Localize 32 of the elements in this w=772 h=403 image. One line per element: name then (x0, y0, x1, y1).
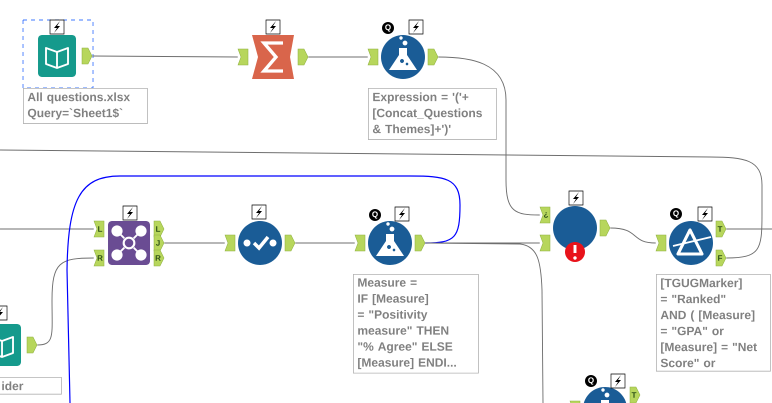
annotation-box: Measure = IF [Measure] = "Positivity measure" THEN "% Agree" ELSE [Measure] ENDI... (353, 274, 479, 374)
annotation-box: All questions.xlsx Query=`Sheet1$` (23, 88, 148, 124)
connector (36, 258, 94, 346)
query-badge: Q (670, 208, 682, 220)
connector (726, 228, 772, 230)
anchor-letter: L (98, 226, 102, 232)
tool-icon (224, 221, 296, 265)
query-badge: Q (382, 22, 394, 34)
query-badge: Q (585, 375, 597, 387)
connector (308, 56, 368, 58)
anchor-letter: ¿ (544, 212, 548, 218)
tool-icon (238, 35, 308, 79)
connector (610, 228, 656, 244)
connector (438, 56, 540, 216)
tool-icon (540, 206, 610, 262)
tool-icon (570, 386, 640, 403)
connector (0, 150, 762, 258)
connector (424, 242, 544, 403)
query-badge: Q (369, 209, 381, 221)
anchor-letter: F (718, 255, 722, 261)
anchor-letter: J (156, 240, 160, 246)
annotation-box: ider (0, 377, 62, 395)
annotation-box: Expression = '('+ [Concat_Questions & Themes]+')' (368, 88, 497, 140)
connector (164, 242, 226, 244)
connector (92, 56, 238, 58)
anchor-letter: R (98, 255, 103, 261)
anchor-letter: T (718, 226, 722, 232)
tool-icon (94, 220, 164, 266)
connector (0, 228, 94, 230)
connector (66, 175, 461, 403)
annotation-box: [TGUGMarker] = "Ranked" AND ( [Measure] = "GPA" or [Measure] = "Net Score" or (656, 274, 771, 372)
connector (294, 242, 356, 244)
